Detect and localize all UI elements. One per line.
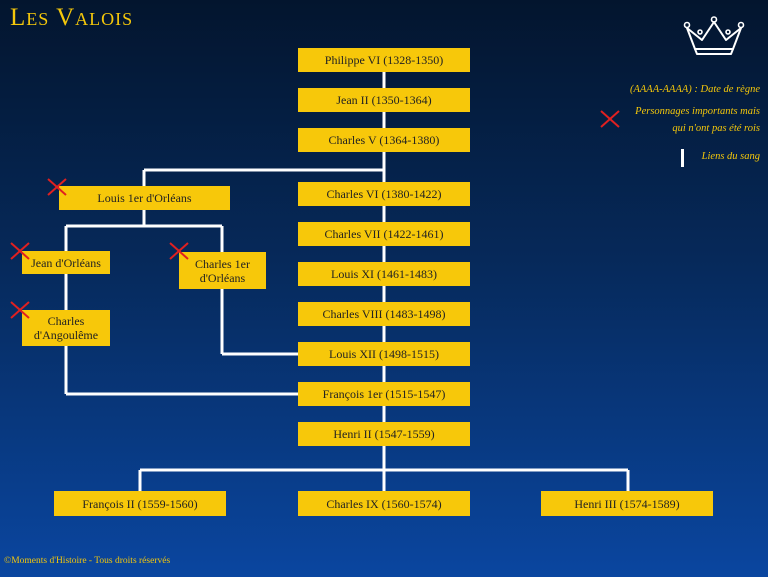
person-louis-xii: Louis XII (1498-1515) xyxy=(298,342,470,366)
person-charles-viii: Charles VIII (1483-1498) xyxy=(298,302,470,326)
legend-line-icon xyxy=(681,149,684,167)
person-francois-ii: François II (1559-1560) xyxy=(54,491,226,516)
person-charles-vii: Charles VII (1422-1461) xyxy=(298,222,470,246)
cross-icon xyxy=(169,242,189,260)
page-title: Les Valois xyxy=(10,4,134,31)
person-charles-vi: Charles VI (1380-1422) xyxy=(298,182,470,206)
person-charles-v: Charles V (1364-1380) xyxy=(298,128,470,152)
person-jean-ii: Jean II (1350-1364) xyxy=(298,88,470,112)
person-henri-iii: Henri III (1574-1589) xyxy=(541,491,713,516)
person-jean-orleans: Jean d'Orléans xyxy=(22,251,110,274)
person-henri-ii: Henri II (1547-1559) xyxy=(298,422,470,446)
legend-dates: (AAAA-AAAA) : Date de règne xyxy=(629,84,760,95)
person-charles-ix: Charles IX (1560-1574) xyxy=(298,491,470,516)
person-philippe-vi: Philippe VI (1328-1350) xyxy=(298,48,470,72)
legend-cross-icon xyxy=(600,110,620,128)
person-louis-xi: Louis XI (1461-1483) xyxy=(298,262,470,286)
person-louis-orleans: Louis 1er d'Orléans xyxy=(59,186,230,210)
crown-icon xyxy=(683,16,745,55)
cross-icon xyxy=(10,242,30,260)
legend-blood: Liens du sang xyxy=(701,151,760,162)
legend-important: Personnages importants mais qui n'ont pa… xyxy=(635,106,760,134)
person-francois-1er: François 1er (1515-1547) xyxy=(298,382,470,406)
cross-icon xyxy=(47,178,67,196)
copyright-footer: ©Moments d'Histoire - Tous droits réserv… xyxy=(4,556,171,566)
cross-icon xyxy=(10,301,30,319)
person-charles-angouleme: Charles d'Angoulême xyxy=(22,310,110,346)
person-charles-orleans: Charles 1er d'Orléans xyxy=(179,252,266,289)
